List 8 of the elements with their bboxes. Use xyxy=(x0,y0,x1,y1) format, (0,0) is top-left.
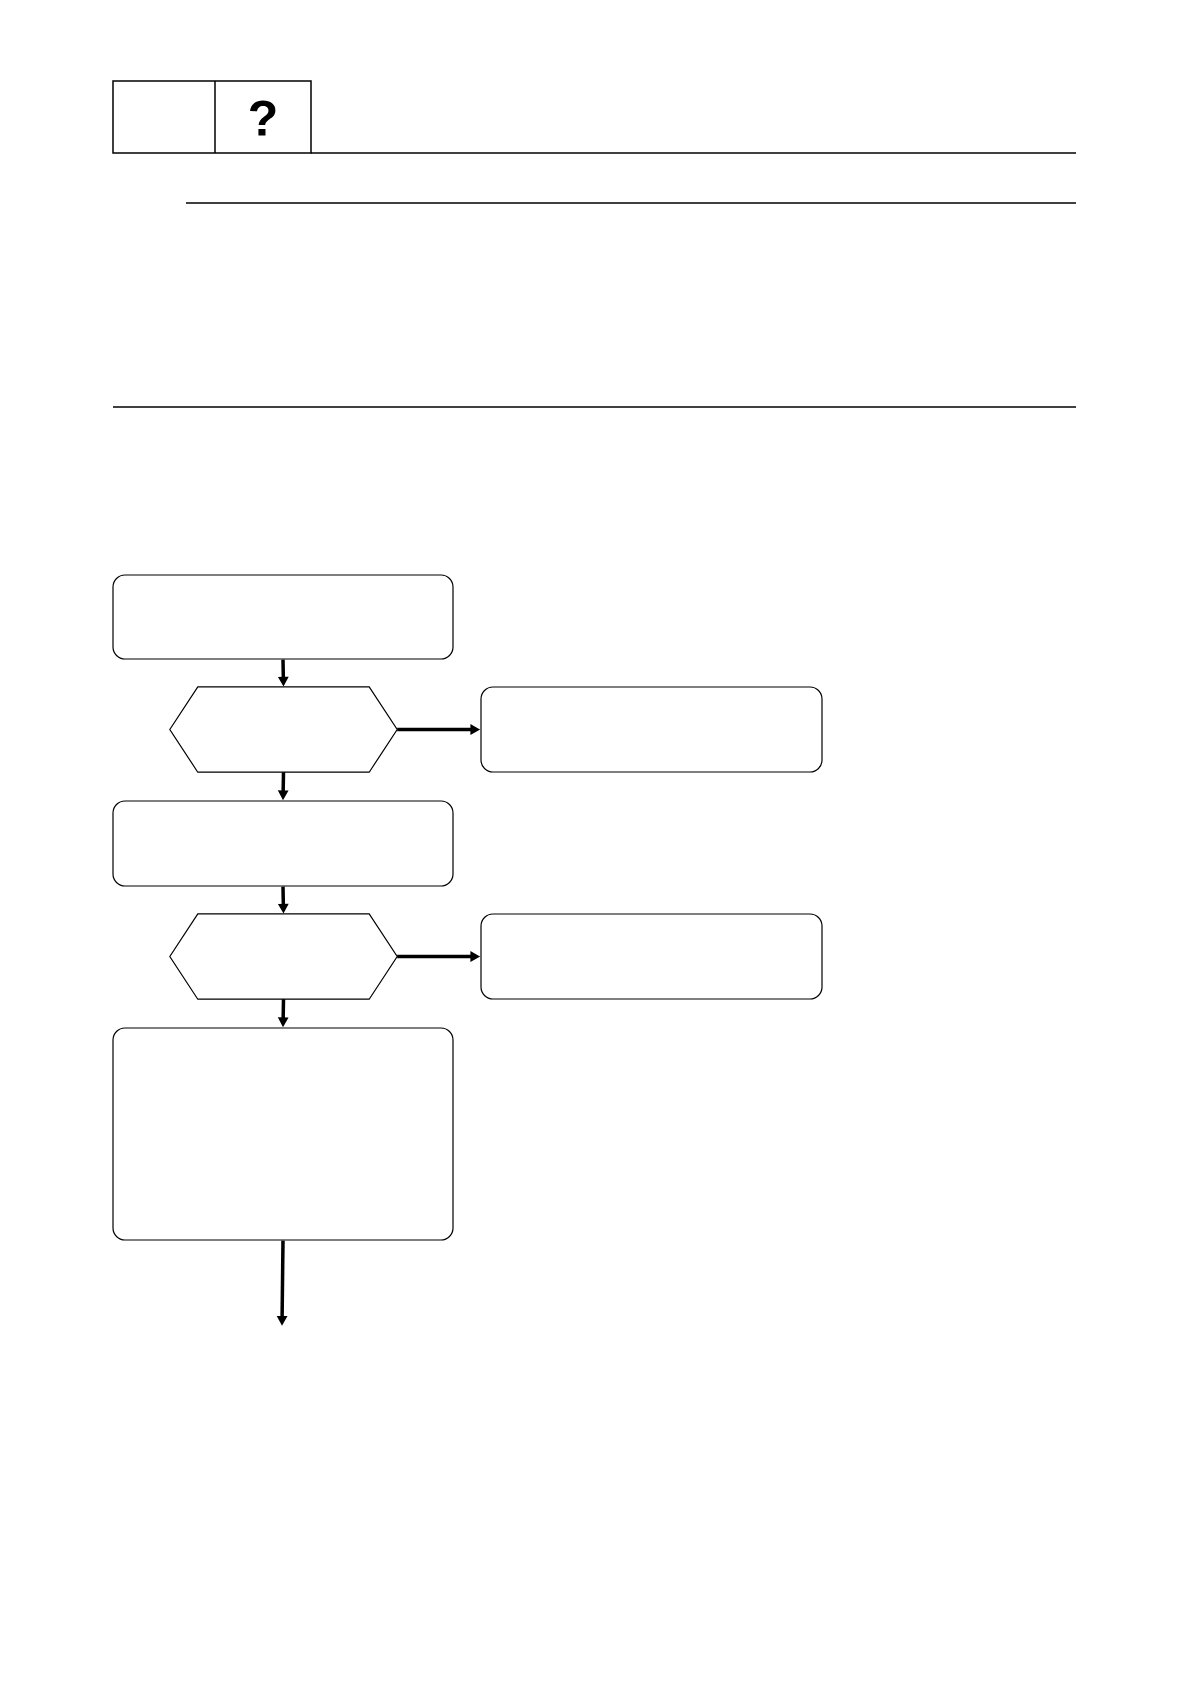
process-box xyxy=(112,800,454,887)
decision-hexagon xyxy=(169,913,398,1000)
process-box xyxy=(112,1027,454,1241)
process-box xyxy=(480,686,823,773)
process-box xyxy=(112,574,454,660)
process-box xyxy=(480,913,823,1000)
decision-hexagon xyxy=(169,686,398,773)
question-mark: ? xyxy=(250,100,276,136)
